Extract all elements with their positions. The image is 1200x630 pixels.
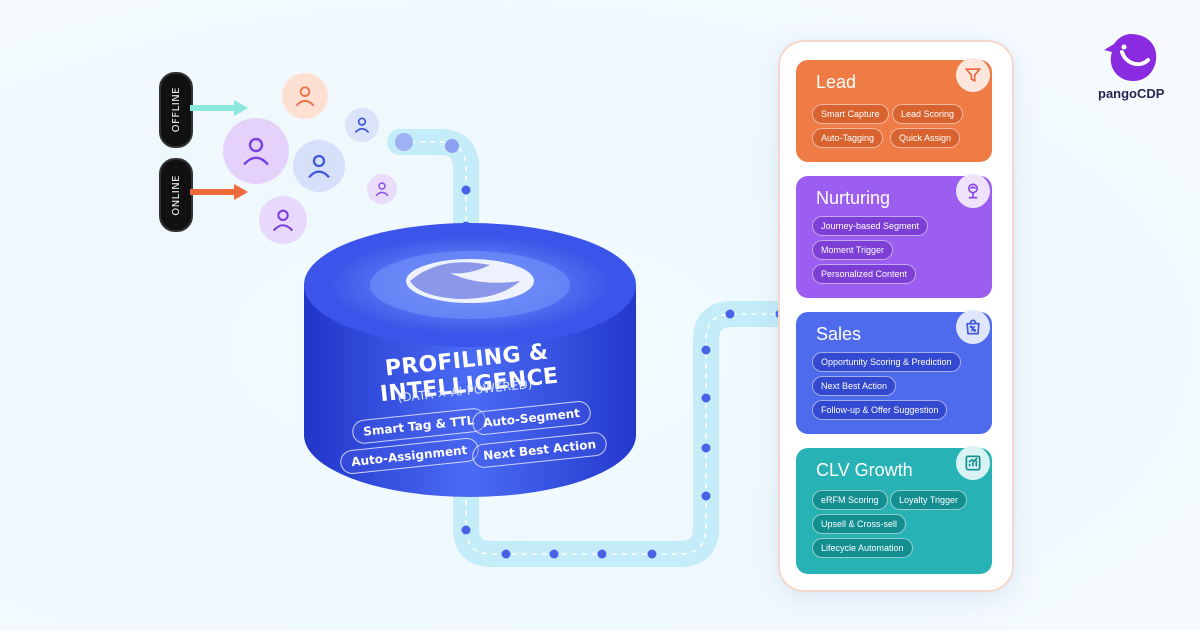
offline-source-pill: OFFLINE — [159, 72, 193, 148]
customer-avatar-small-blue — [345, 108, 379, 142]
offline-arrow-icon — [190, 100, 248, 116]
stage-chip: Next Best Action — [812, 376, 897, 396]
customer-avatar-medium-blue — [293, 140, 345, 192]
pangocdp-logo-icon — [1104, 34, 1157, 82]
online-source-pill: ONLINE — [159, 158, 193, 232]
stage-title: Nurturing — [816, 188, 891, 208]
brand-name: pangoCDP — [1098, 86, 1165, 101]
person-icon — [272, 209, 294, 232]
online-label: ONLINE — [170, 174, 182, 216]
growth-chart-icon — [956, 446, 990, 480]
person-icon — [354, 117, 370, 134]
stage-chip: Follow-up & Offer Suggestion — [812, 400, 948, 420]
person-icon — [243, 137, 269, 166]
customer-avatar-orange — [282, 73, 328, 119]
stage-title: Sales — [816, 324, 862, 344]
stage-chip: Loyalty Trigger — [890, 490, 968, 510]
profiling-cylinder — [304, 223, 636, 497]
person-icon — [308, 154, 330, 179]
stage-chip: Journey-based Segment — [812, 216, 929, 236]
customer-avatar-tiny-purple — [367, 174, 397, 204]
stage-chip: Moment Trigger — [812, 240, 894, 260]
stage-chip: Auto-Tagging — [812, 128, 884, 148]
stage-chip: Quick Assign — [890, 128, 961, 148]
stage-title: Lead — [816, 72, 857, 92]
funnel-icon — [956, 58, 990, 92]
stage-chip: Smart Capture — [812, 104, 889, 124]
customer-avatar-purple — [259, 196, 307, 244]
seedling-icon — [956, 174, 990, 208]
stage-title: CLV Growth — [816, 460, 913, 480]
stage-chip: Lead Scoring — [892, 104, 964, 124]
person-icon — [375, 182, 389, 197]
person-icon — [295, 86, 315, 107]
stage-chip: Opportunity Scoring & Prediction — [812, 352, 961, 372]
bag-percent-icon — [956, 310, 990, 344]
stage-chip: Upsell & Cross-sell — [812, 514, 907, 534]
online-arrow-icon — [190, 184, 248, 200]
stage-chip: eRFM Scoring — [812, 490, 888, 510]
stage-chip: Lifecycle Automation — [812, 538, 913, 558]
customer-avatar-large — [223, 118, 289, 184]
stage-chip: Personalized Content — [812, 264, 917, 284]
offline-label: OFFLINE — [170, 87, 182, 133]
